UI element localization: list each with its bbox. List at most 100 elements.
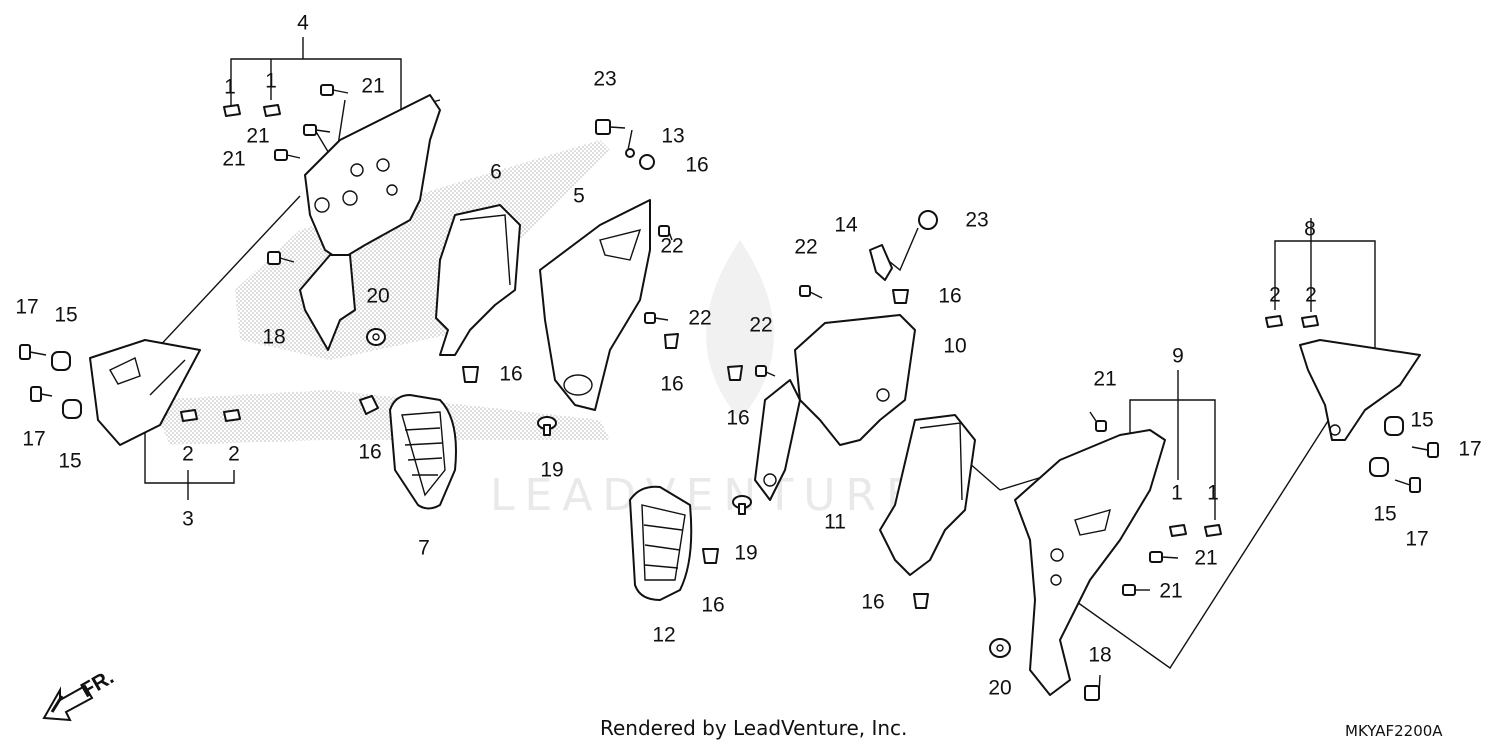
diagram-code: MKYAF2200A: [1345, 722, 1443, 740]
clip-16e: [702, 548, 719, 564]
callout-c22c: 22: [794, 236, 817, 259]
callout-c1c: 1: [1171, 482, 1183, 505]
callout-c13: 13: [661, 125, 684, 148]
rivet-19b: [732, 495, 752, 515]
bolt-22c: [799, 285, 823, 299]
clip-1a: [223, 104, 241, 117]
callout-c21f: 21: [1159, 580, 1182, 603]
callout-c5: 5: [573, 185, 585, 208]
bolt-17d: [1394, 477, 1421, 493]
callout-c1a: 1: [224, 76, 236, 99]
callout-c6: 6: [490, 161, 502, 184]
bolt-22b: [644, 312, 669, 324]
bolt-22d: [755, 365, 776, 377]
callout-c16e: 16: [701, 594, 724, 617]
callout-c16c: 16: [499, 363, 522, 386]
callout-c21d: 21: [1093, 368, 1116, 391]
clip-1b: [263, 104, 281, 117]
part-12-grille: [629, 485, 693, 601]
callout-c22a: 22: [660, 235, 683, 258]
callout-c17b: 17: [22, 428, 45, 451]
callout-c8: 8: [1304, 218, 1316, 241]
callout-c14: 14: [834, 214, 858, 237]
clip-2a: [180, 409, 198, 422]
callout-c21a: 21: [361, 75, 384, 98]
clip-16g: [727, 365, 743, 381]
callout-c2a: 2: [182, 443, 194, 466]
bolt-22a: [658, 225, 673, 241]
part-6-duct: [435, 204, 521, 356]
callout-c15b: 15: [58, 450, 81, 473]
clip-16d: [664, 333, 679, 349]
bolt-21e: [1149, 551, 1179, 563]
rendered-by-text: Rendered by LeadVenture, Inc.: [600, 716, 908, 740]
bolt-21f: [1122, 584, 1150, 596]
rivet-19a: [537, 416, 557, 436]
bolt-18b: [1084, 674, 1101, 701]
callout-c15a: 15: [54, 304, 77, 327]
callout-c11: 11: [824, 511, 846, 534]
part-5-center-cover: [539, 199, 651, 411]
callout-c16a: 16: [358, 441, 381, 464]
callout-c1d: 1: [1207, 482, 1219, 505]
part-10-bracket: [754, 314, 916, 501]
callout-c9: 9: [1172, 345, 1184, 368]
bolt-17c: [1411, 442, 1439, 458]
callout-c17d: 17: [1405, 528, 1428, 551]
callout-c18b: 18: [1088, 644, 1111, 667]
callout-c12: 12: [652, 624, 675, 647]
collar-15a: [51, 351, 71, 371]
bolt-17b: [30, 386, 53, 402]
bracket-14: [869, 244, 893, 281]
bolt-17a: [19, 344, 47, 360]
callout-c4: 4: [297, 12, 309, 35]
part-11-duct: [879, 414, 976, 576]
collar-15d: [1369, 457, 1389, 477]
bolt-23a: [595, 119, 626, 135]
collar-15c: [1384, 416, 1404, 436]
callout-c2c: 2: [1269, 284, 1281, 307]
callout-c17a: 17: [15, 296, 38, 319]
clip-2c: [1265, 315, 1283, 328]
part-9-side-cover: [1014, 429, 1166, 696]
grommet-20a: [366, 328, 386, 346]
hardware: [19, 84, 1439, 701]
callout-c20b: 20: [988, 677, 1011, 700]
callout-c21b: 21: [246, 125, 269, 148]
direction-arrow: FR.: [42, 665, 118, 722]
callout-c17c: 17: [1458, 438, 1481, 461]
callout-c2b: 2: [228, 443, 240, 466]
callout-c16b: 16: [685, 154, 708, 177]
bolt-21a: [320, 84, 349, 96]
clip-16c: [462, 366, 479, 383]
grommet-20b: [989, 638, 1011, 658]
clip-1c: [1169, 524, 1187, 537]
clip-1d: [1204, 524, 1222, 537]
callout-c21e: 21: [1194, 547, 1217, 570]
watermark: LEADVENTURE: [490, 240, 914, 521]
callout-c23b: 23: [965, 209, 988, 232]
collar-15b: [62, 399, 82, 419]
clip-2b: [223, 409, 241, 422]
bolt-21c: [274, 149, 301, 161]
callout-c2d: 2: [1305, 284, 1317, 307]
clip-16a: [359, 395, 379, 415]
callout-c3: 3: [182, 508, 194, 531]
callout-c16d: 16: [660, 373, 683, 396]
part-4-inner-panel: [299, 94, 441, 351]
callout-c19b: 19: [734, 542, 757, 565]
callout-c1b: 1: [265, 70, 277, 93]
callout-c22b: 22: [688, 307, 711, 330]
callout-c15d: 15: [1373, 503, 1396, 526]
callout-c18a: 18: [262, 326, 285, 349]
callout-c19a: 19: [540, 459, 563, 482]
part-7-grille: [389, 394, 457, 510]
callout-c10: 10: [943, 335, 966, 358]
callout-c22d: 22: [749, 314, 772, 337]
part-8-side-cover: [1299, 339, 1421, 441]
clip-16f: [892, 289, 909, 304]
bolt-18a: [267, 251, 295, 265]
